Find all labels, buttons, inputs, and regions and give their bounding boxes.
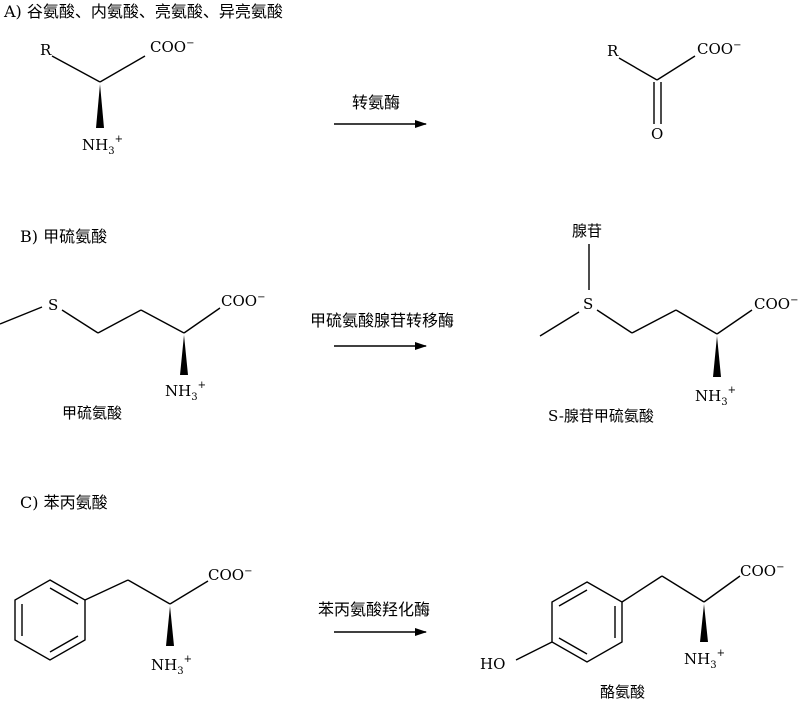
bond (661, 575, 705, 603)
enzyme-label-b: 甲硫氨酸腺苷转移酶 (310, 311, 454, 330)
bond (515, 641, 553, 661)
ammonium-label: NH3+ (165, 380, 206, 403)
bond (621, 575, 663, 603)
ammonium-label: NH3+ (151, 654, 192, 677)
sulfur-label: S (48, 296, 58, 314)
bond (539, 311, 580, 337)
bond (618, 57, 658, 81)
enzyme-label-c: 苯丙氨酸羟化酶 (318, 600, 430, 619)
ammonium-label: NH3+ (695, 385, 736, 408)
benzene-ring (551, 581, 623, 663)
ammonium-label: NH3+ (684, 648, 725, 671)
aromatic-double-bond (558, 589, 588, 607)
bond (703, 575, 741, 603)
wedge-bond (166, 606, 174, 646)
oxygen-label: O (651, 125, 663, 143)
enzyme-label-a: 转氨酶 (352, 93, 400, 112)
sulfur-label: S (583, 295, 593, 313)
bond (127, 579, 171, 605)
wedge-bond (180, 335, 188, 375)
bond (61, 309, 99, 334)
section-b-substrate: S COO− NH3+ 甲硫氨酸 (0, 292, 265, 422)
compound-name-tyrosine: 酪氨酸 (600, 683, 645, 701)
compound-name-methionine: 甲硫氨酸 (62, 404, 122, 422)
section-a-product: R O COO− (607, 40, 741, 143)
aromatic-double-bond (49, 635, 79, 653)
aromatic-double-bond (558, 637, 588, 655)
section-c-heading: C) 苯丙氨酸 (20, 493, 108, 512)
carboxylate-label: COO− (150, 38, 194, 56)
bond (596, 309, 633, 334)
bond (140, 309, 185, 334)
carboxylate-label: COO− (221, 292, 265, 310)
r-group-label: R (40, 41, 52, 59)
section-b-product: 腺苷 S COO− NH3+ S-腺苷甲硫氨酸 (539, 222, 798, 425)
section-a-heading: A) 谷氨酸、内氨酸、亮氨酸、异亮氨酸 (3, 2, 283, 21)
compound-name-sam: S-腺苷甲硫氨酸 (548, 407, 654, 425)
bond (84, 579, 129, 601)
bond (0, 306, 43, 325)
bond (169, 580, 209, 605)
bond (97, 309, 142, 334)
hydroxyl-label: HO (480, 655, 505, 673)
bond (656, 55, 696, 81)
carboxylate-label: COO− (754, 295, 798, 313)
wedge-bond (713, 336, 721, 377)
carboxylate-label: COO− (697, 40, 741, 58)
r-group-label: R (607, 42, 619, 60)
section-a: A) 谷氨酸、内氨酸、亮氨酸、异亮氨酸 R COO− NH3+ 转氨酶 R O … (3, 2, 741, 157)
bond (51, 55, 101, 83)
ammonium-label: NH3+ (82, 134, 123, 157)
adenosine-label: 腺苷 (572, 222, 602, 240)
section-b-heading: B) 甲硫氨酸 (20, 227, 107, 246)
bond (631, 309, 677, 334)
benzene-ring (14, 579, 86, 661)
carboxylate-label: COO− (740, 562, 784, 580)
bond (183, 307, 221, 334)
section-b: B) 甲硫氨酸 S COO− NH3+ 甲硫氨酸 甲硫氨酸腺苷转移酶 腺苷 S (0, 222, 798, 425)
bond (99, 55, 146, 83)
carboxylate-label: COO− (208, 566, 252, 584)
wedge-bond (700, 604, 708, 642)
section-c-product: HO COO− NH3+ 酪氨酸 (480, 562, 784, 701)
bond (675, 309, 718, 335)
section-c-substrate: COO− NH3+ (14, 566, 252, 677)
section-a-substrate: R COO− NH3+ (40, 38, 194, 157)
aromatic-double-bond (49, 587, 79, 605)
section-c: C) 苯丙氨酸 COO− NH3+ 苯丙氨酸羟化酶 HO (14, 493, 784, 701)
wedge-bond (96, 84, 104, 128)
bond (716, 309, 753, 335)
